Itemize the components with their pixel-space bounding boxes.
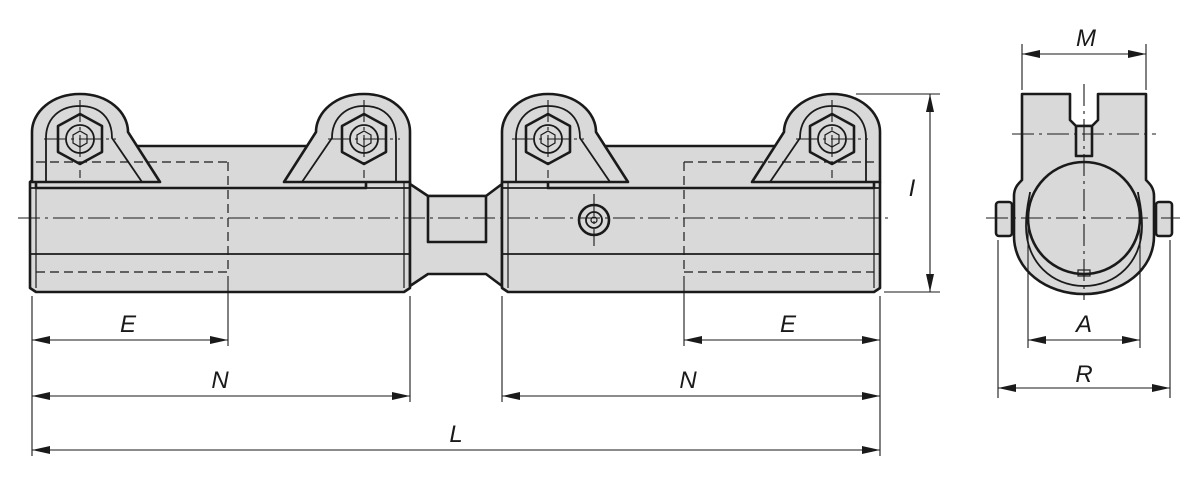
side-view xyxy=(986,84,1180,300)
side-pin-right xyxy=(1154,200,1174,238)
connecting-shaft xyxy=(408,182,504,288)
right-clamp xyxy=(500,92,882,294)
left-clamp xyxy=(28,92,412,294)
label-i: I xyxy=(909,175,916,202)
dimensions: E N N E L I M A R xyxy=(31,25,1171,456)
label-m: M xyxy=(1076,25,1096,52)
left-clamp-body xyxy=(28,176,412,294)
label-a: A xyxy=(1074,311,1092,338)
label-e-left: E xyxy=(120,311,137,338)
side-pin-left xyxy=(994,200,1014,238)
label-n-right: N xyxy=(679,367,697,394)
label-e-right: E xyxy=(780,311,797,338)
right-clamp-body xyxy=(500,176,882,294)
label-r: R xyxy=(1075,361,1092,388)
label-n-left: N xyxy=(211,367,229,394)
label-l: L xyxy=(449,421,462,448)
